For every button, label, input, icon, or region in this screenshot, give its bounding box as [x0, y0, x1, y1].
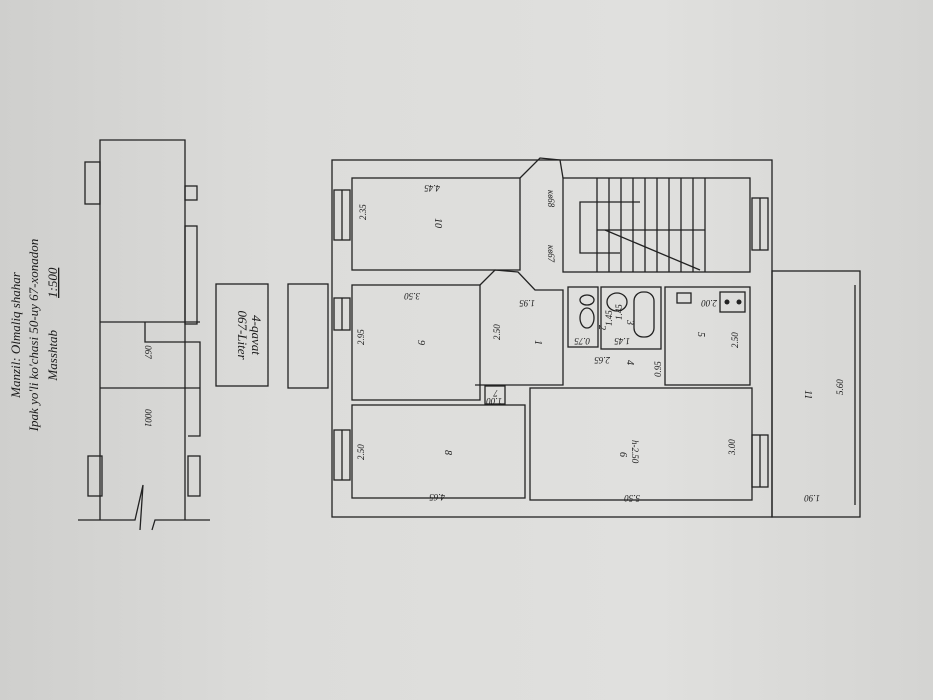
- room-number: 11: [802, 390, 813, 399]
- apartment-67-label: кв67: [546, 245, 556, 263]
- liter-label: 067-Liter: [235, 310, 250, 360]
- room-dimension: 0.95: [653, 361, 663, 377]
- room-dimension: 4.65: [429, 492, 445, 502]
- room-number: 9: [415, 340, 426, 345]
- room-number: 6: [617, 452, 628, 457]
- apartment-68-label: кв68: [546, 190, 556, 208]
- room-dimension: 2.95: [356, 329, 366, 345]
- room-dimension: 2.65: [594, 355, 610, 365]
- scale-value: 1:500: [45, 267, 60, 298]
- site-plan: 067 0001 067-Liter 4-qavat: [78, 139, 329, 531]
- room-number: 10: [432, 218, 443, 228]
- room-3-bathroom: [600, 286, 662, 350]
- room-number: 2: [596, 325, 607, 330]
- liter-box: [215, 283, 269, 387]
- room-dimension: 2.00: [701, 298, 717, 308]
- room-dimension: 1.95: [519, 298, 535, 308]
- room-dimension: 5.50: [624, 493, 640, 503]
- address-line-1: Manzil: Olmaliq shahar: [8, 271, 23, 399]
- neighbor-label: 0001: [143, 409, 153, 427]
- room-7: [484, 385, 506, 405]
- room-dimension: 1.90: [804, 493, 820, 503]
- room-dimension: 1.45: [614, 304, 624, 320]
- room-number: 1: [532, 340, 543, 345]
- room-6: [529, 387, 753, 501]
- room-number: 5: [695, 332, 706, 337]
- room-dimension: 4.45: [424, 183, 440, 193]
- room-dimension: 2.50: [730, 332, 740, 348]
- room-labels: кв68 кв67 10 4.45 2.35 9 3.50 2.95 8 4.6…: [356, 183, 845, 503]
- room-number: 8: [442, 450, 453, 455]
- floor-label: 4-qavat: [249, 315, 264, 355]
- scale-label: Masshtab: [45, 330, 60, 382]
- room-2-wc: [567, 286, 599, 348]
- room-dimension: 3.00: [727, 439, 737, 456]
- room-8: [351, 404, 526, 499]
- room-dimension: 0.75: [574, 336, 590, 346]
- room-dimension: 2.50: [492, 324, 502, 340]
- room-10: [351, 177, 521, 271]
- room-height: h-2.50: [630, 440, 640, 464]
- room-7-number: 7: [493, 388, 498, 398]
- apartment-plan: [331, 157, 861, 518]
- room-dimension: 1.00: [486, 396, 502, 406]
- building-label: 067: [143, 345, 153, 359]
- room-dimension: 1.45: [614, 336, 630, 346]
- room-dimension: 1.45: [604, 310, 614, 326]
- room-dimension: 2.50: [356, 444, 366, 460]
- room-dimension: 2.35: [358, 204, 368, 220]
- room-number: 3: [624, 319, 635, 325]
- room-dimension: 5.60: [835, 379, 845, 395]
- room-5-kitchen: [664, 286, 751, 386]
- address-line-2: Ipak yo'li ko'chasi 50-uy 67-xonadon: [26, 239, 41, 433]
- room-number: 4: [624, 360, 635, 365]
- header: Manzil: Olmaliq shahar Ipak yo'li ko'cha…: [8, 239, 60, 433]
- room-dimension: 3.50: [404, 291, 421, 301]
- room-9: [351, 284, 481, 401]
